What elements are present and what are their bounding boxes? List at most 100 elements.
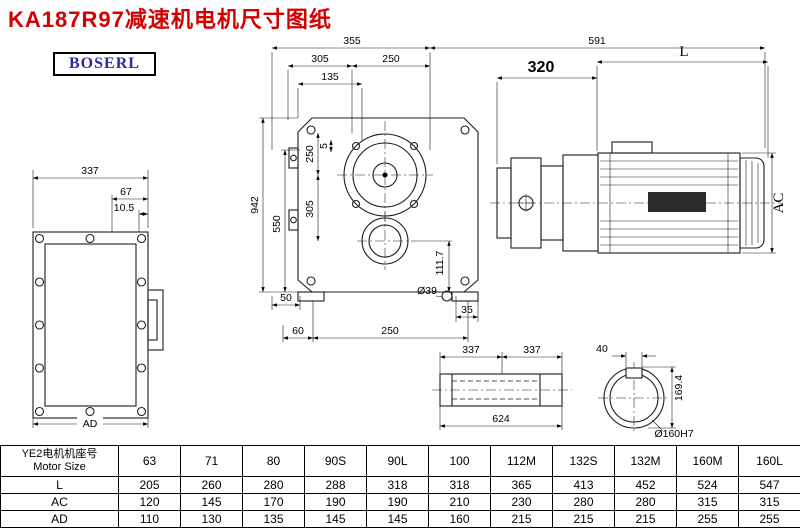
col-header-71: 71 [180,445,243,477]
dim-10-5-label: 10.5 [114,202,135,214]
motor-nameplate [648,192,706,212]
table-row-AC: AC 120 145 170 190 190 210 230 280 280 3… [0,493,800,511]
cell-AC-6: 230 [490,493,553,511]
dim-550-label: 550 [271,215,283,233]
row-label-L: L [0,476,119,494]
table-row-AD: AD 110 130 135 145 145 160 215 215 215 2… [0,510,800,528]
cell-L-6: 365 [490,476,553,494]
col-header-132M: 132M [614,445,677,477]
dim-35-label: 35 [461,304,473,316]
dim-67-label: 67 [120,186,132,198]
technical-drawing: 355 591 305 250 135 320 L [32,35,787,440]
bore-view-dimensions: 40 169.4 Ø160H7 [596,343,694,440]
dim-305v-label: 305 [304,200,316,218]
dim-60-label: 60 [292,325,304,337]
cell-L-8: 452 [614,476,677,494]
cell-L-1: 260 [180,476,243,494]
row-label-AC: AC [0,493,119,511]
motor-size-table: YE2电机机座号 Motor Size 63 71 80 90S 90L 100… [0,445,800,528]
shaft-view-drawing [432,373,572,407]
dim-5-label: 5 [318,143,330,149]
dim-624-label: 624 [492,413,510,425]
col-header-160M: 160M [676,445,739,477]
cell-L-10: 547 [738,476,800,494]
cell-AC-5: 210 [428,493,491,511]
cell-AC-4: 190 [366,493,429,511]
shaft-view-dimensions: 337 337 624 [439,344,563,430]
dim-337a-label: 337 [462,344,480,356]
dim-337-side-label: 337 [81,165,99,177]
col-header-80: 80 [242,445,305,477]
col-header-100: 100 [428,445,491,477]
col-header-132S: 132S [552,445,615,477]
cell-L-0: 205 [118,476,181,494]
cell-L-5: 318 [428,476,491,494]
table-row-L: L 205 260 280 288 318 318 365 413 452 52… [0,476,800,494]
dim-AD-label: AD [83,418,98,430]
cell-AD-5: 160 [428,510,491,528]
cell-AC-3: 190 [304,493,367,511]
front-view-dimensions: 942 550 250 5 305 111.7 50 35 60 [249,117,479,342]
cell-AD-4: 145 [366,510,429,528]
bore-view-drawing [598,362,670,434]
dim-337b-label: 337 [523,344,541,356]
cell-L-9: 524 [676,476,739,494]
dim-305-label: 305 [311,53,329,65]
dim-591-label: 591 [588,35,606,47]
dim-160H7-label: Ø160H7 [654,428,693,440]
dim-111-7-label: 111.7 [434,250,446,275]
boserl-logo-text: BOSERL [69,55,140,72]
dim-250b-label: 250 [381,325,399,337]
cell-AC-1: 145 [180,493,243,511]
table-corner-header-cn: YE2电机机座号 [21,448,98,460]
cell-AC-9: 315 [676,493,739,511]
cell-AC-7: 280 [552,493,615,511]
dim-169-4-label: 169.4 [673,375,685,401]
col-header-112M: 112M [490,445,553,477]
cell-AD-1: 130 [180,510,243,528]
front-view-drawing [288,117,479,302]
dim-355-label: 355 [343,35,361,47]
dim-320-label: 320 [528,59,555,76]
cell-AD-9: 255 [676,510,739,528]
table-corner-header: YE2电机机座号 Motor Size [0,445,119,477]
cell-L-3: 288 [304,476,367,494]
page-title: KA187R97减速机电机尺寸图纸 [8,7,332,32]
cell-AD-2: 135 [242,510,305,528]
col-header-63: 63 [118,445,181,477]
col-header-90L: 90L [366,445,429,477]
motor-top-dimensions: 320 L [496,44,769,164]
cell-AD-10: 255 [738,510,800,528]
dim-AC-label: AC [771,193,787,214]
table-corner-header-en: Motor Size [33,461,86,473]
row-label-AD: AD [0,510,119,528]
motor-ac-dimension: AC [742,152,787,254]
cell-AD-0: 110 [118,510,181,528]
col-header-160L: 160L [738,445,800,477]
boserl-logo: BOSERL [53,52,156,76]
cell-L-4: 318 [366,476,429,494]
col-header-90S: 90S [304,445,367,477]
cell-AC-0: 120 [118,493,181,511]
cell-AC-2: 170 [242,493,305,511]
dim-250v-label: 250 [304,145,316,163]
cell-AC-8: 280 [614,493,677,511]
front-view-top-dimensions: 355 591 305 250 135 [271,35,766,150]
dim-39-label: Ø39 [417,285,437,297]
side-view-drawing [32,231,164,419]
cell-AD-3: 145 [304,510,367,528]
cell-AC-10: 315 [738,493,800,511]
cell-AD-7: 215 [552,510,615,528]
dim-942-label: 942 [249,196,261,214]
dim-250-label: 250 [382,53,400,65]
dim-L-label: L [679,44,688,60]
dim-135-label: 135 [321,71,339,83]
table-header-row: YE2电机机座号 Motor Size 63 71 80 90S 90L 100… [0,445,800,477]
cell-L-7: 413 [552,476,615,494]
cell-AD-6: 215 [490,510,553,528]
side-view-dimensions: 337 67 10.5 AD [32,165,149,430]
dim-50-label: 50 [280,292,292,304]
cell-AD-8: 215 [614,510,677,528]
motor-view-drawing [490,141,782,254]
cell-L-2: 280 [242,476,305,494]
